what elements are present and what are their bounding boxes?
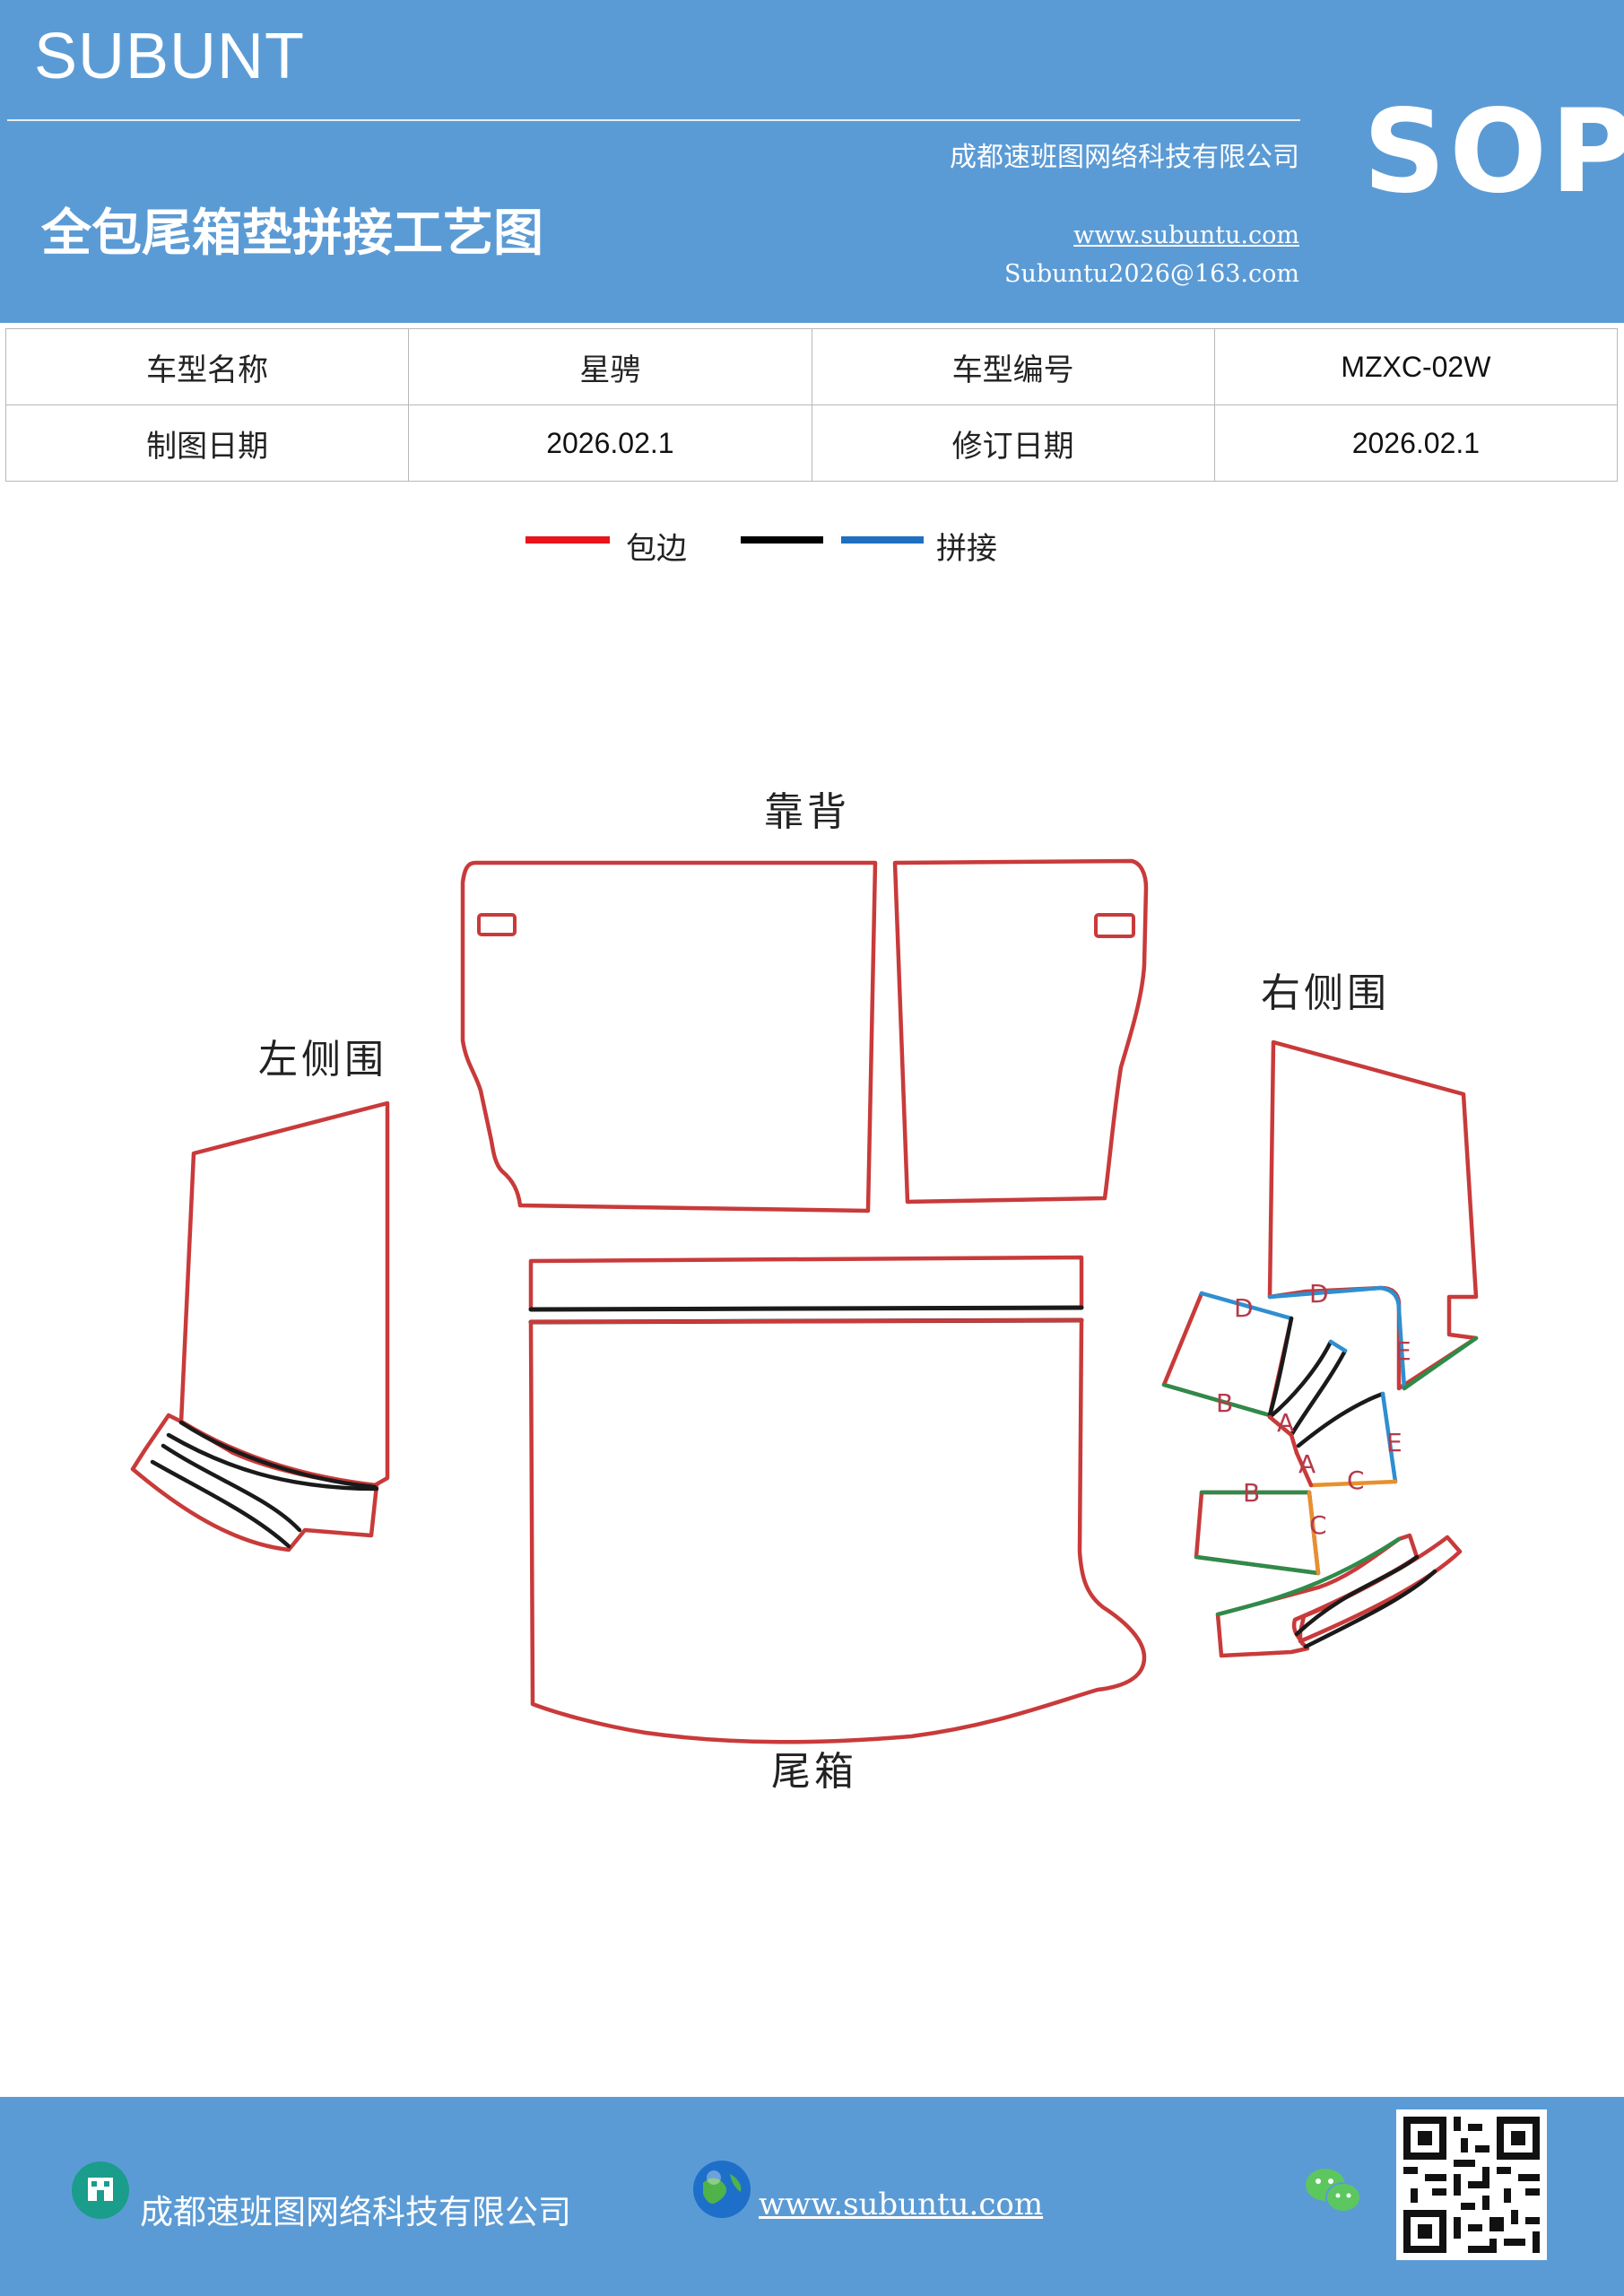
globe-icon <box>693 2161 751 2218</box>
right-piece-b-green <box>1161 1382 1272 1418</box>
segment-mark: D <box>1309 1279 1329 1309</box>
vehicle-info-table: 车型名称 星骋 车型编号 MZXC-02W 制图日期 2026.02.1 修订日… <box>4 328 1619 482</box>
right-piece-black-c <box>1289 1348 1348 1438</box>
right-side-blue-seam <box>1267 1285 1407 1391</box>
model-code-label: 车型编号 <box>811 328 1215 405</box>
right-piece-d-blue <box>1199 1291 1294 1321</box>
company-name: 成都速班图网络科技有限公司 <box>950 142 1299 173</box>
footer-website-link[interactable]: www.subuntu.com <box>759 2187 1044 2222</box>
draw-date-value: 2026.02.1 <box>408 404 812 482</box>
trunk-seam <box>528 1305 1084 1312</box>
right-side-strip-green <box>1215 1536 1402 1617</box>
trunk-main-panel <box>528 1318 1147 1744</box>
label-trunk: 尾箱 <box>771 1749 857 1795</box>
table-row: 制图日期 2026.02.1 修订日期 2026.02.1 <box>4 404 1619 482</box>
right-piece-blue-e <box>1380 1391 1398 1484</box>
right-piece-blue-top <box>1328 1339 1348 1353</box>
right-piece-orange-c <box>1308 1479 1398 1488</box>
footer-company-name: 成都速班图网络科技有限公司 <box>140 2193 571 2231</box>
segment-mark: A <box>1277 1408 1294 1438</box>
label-left-side: 左侧围 <box>258 1037 387 1083</box>
footer-banner: 成都速班图网络科技有限公司 www.subuntu.com <box>0 2097 1624 2296</box>
legend-blue-line <box>841 536 924 544</box>
right-strip-seam <box>1294 1554 1420 1637</box>
segment-mark: C <box>1309 1510 1327 1540</box>
label-backrest: 靠背 <box>764 789 850 835</box>
right-piece-black-b <box>1267 1339 1333 1420</box>
website-link[interactable]: www.subuntu.com <box>1073 222 1299 249</box>
right-piece-black-d <box>1296 1391 1385 1448</box>
segment-mark: E <box>1395 1336 1411 1366</box>
header-banner: SUBUNT 全包尾箱垫拼接工艺图 成都速班图网络科技有限公司 www.subu… <box>0 0 1624 323</box>
left-side-panel <box>178 1100 390 1488</box>
segment-mark: B <box>1243 1478 1260 1508</box>
segment-mark: D <box>1234 1293 1254 1323</box>
left-side-seam <box>161 1443 302 1533</box>
qr-code <box>1396 2109 1547 2260</box>
right-side-panel <box>1267 1039 1479 1391</box>
left-side-seam <box>166 1432 379 1492</box>
legend-label-edge: 包边 <box>626 531 687 567</box>
revise-date-value: 2026.02.1 <box>1213 404 1619 482</box>
right-piece-black-a <box>1267 1316 1294 1418</box>
label-right-side: 右侧围 <box>1261 970 1390 1016</box>
revise-date-label: 修订日期 <box>811 404 1215 482</box>
segment-mark: B <box>1216 1388 1233 1418</box>
table-row: 车型名称 星骋 车型编号 MZXC-02W <box>4 328 1619 405</box>
sop-badge: SOP <box>1363 85 1624 219</box>
right-piece-lower-orange <box>1307 1490 1321 1576</box>
right-piece-red-a <box>1267 1414 1299 1456</box>
backrest-right-slot <box>1094 913 1135 938</box>
legend-black-line <box>741 536 823 544</box>
model-name-value: 星骋 <box>408 328 812 405</box>
backrest-left-slot <box>477 913 517 936</box>
brand-name: SUBUNT <box>34 21 306 92</box>
segment-mark: E <box>1386 1428 1403 1457</box>
header-divider <box>7 119 1300 121</box>
right-side-green-seam <box>1402 1335 1479 1391</box>
left-side-seam <box>178 1420 378 1490</box>
email-address[interactable]: Subuntu2026@163.com <box>1004 260 1299 288</box>
backrest-left-panel <box>460 860 878 1213</box>
right-piece-red-b <box>1294 1450 1314 1488</box>
company-building-icon <box>72 2161 129 2219</box>
draw-date-label: 制图日期 <box>4 404 410 482</box>
document-title: 全包尾箱垫拼接工艺图 <box>41 204 543 263</box>
trunk-upper-panel <box>528 1255 1084 1312</box>
left-side-seam <box>150 1459 291 1549</box>
legend-red-line <box>525 536 610 544</box>
model-name-label: 车型名称 <box>4 328 410 405</box>
pattern-diagram: 靠背 左侧围 右侧围 尾箱 D D E B A A E C B C <box>0 771 1624 1830</box>
segment-mark: A <box>1298 1449 1316 1479</box>
model-code-value: MZXC-02W <box>1213 328 1619 405</box>
legend-label-seam: 拼接 <box>936 531 997 567</box>
legend: 包边 拼接 <box>0 520 1624 574</box>
backrest-right-panel <box>892 858 1149 1205</box>
wechat-icon <box>1306 2169 1361 2213</box>
segment-mark: C <box>1347 1465 1365 1495</box>
right-piece-lower-green-bottom <box>1194 1554 1321 1576</box>
right-strip-seam <box>1303 1569 1437 1649</box>
